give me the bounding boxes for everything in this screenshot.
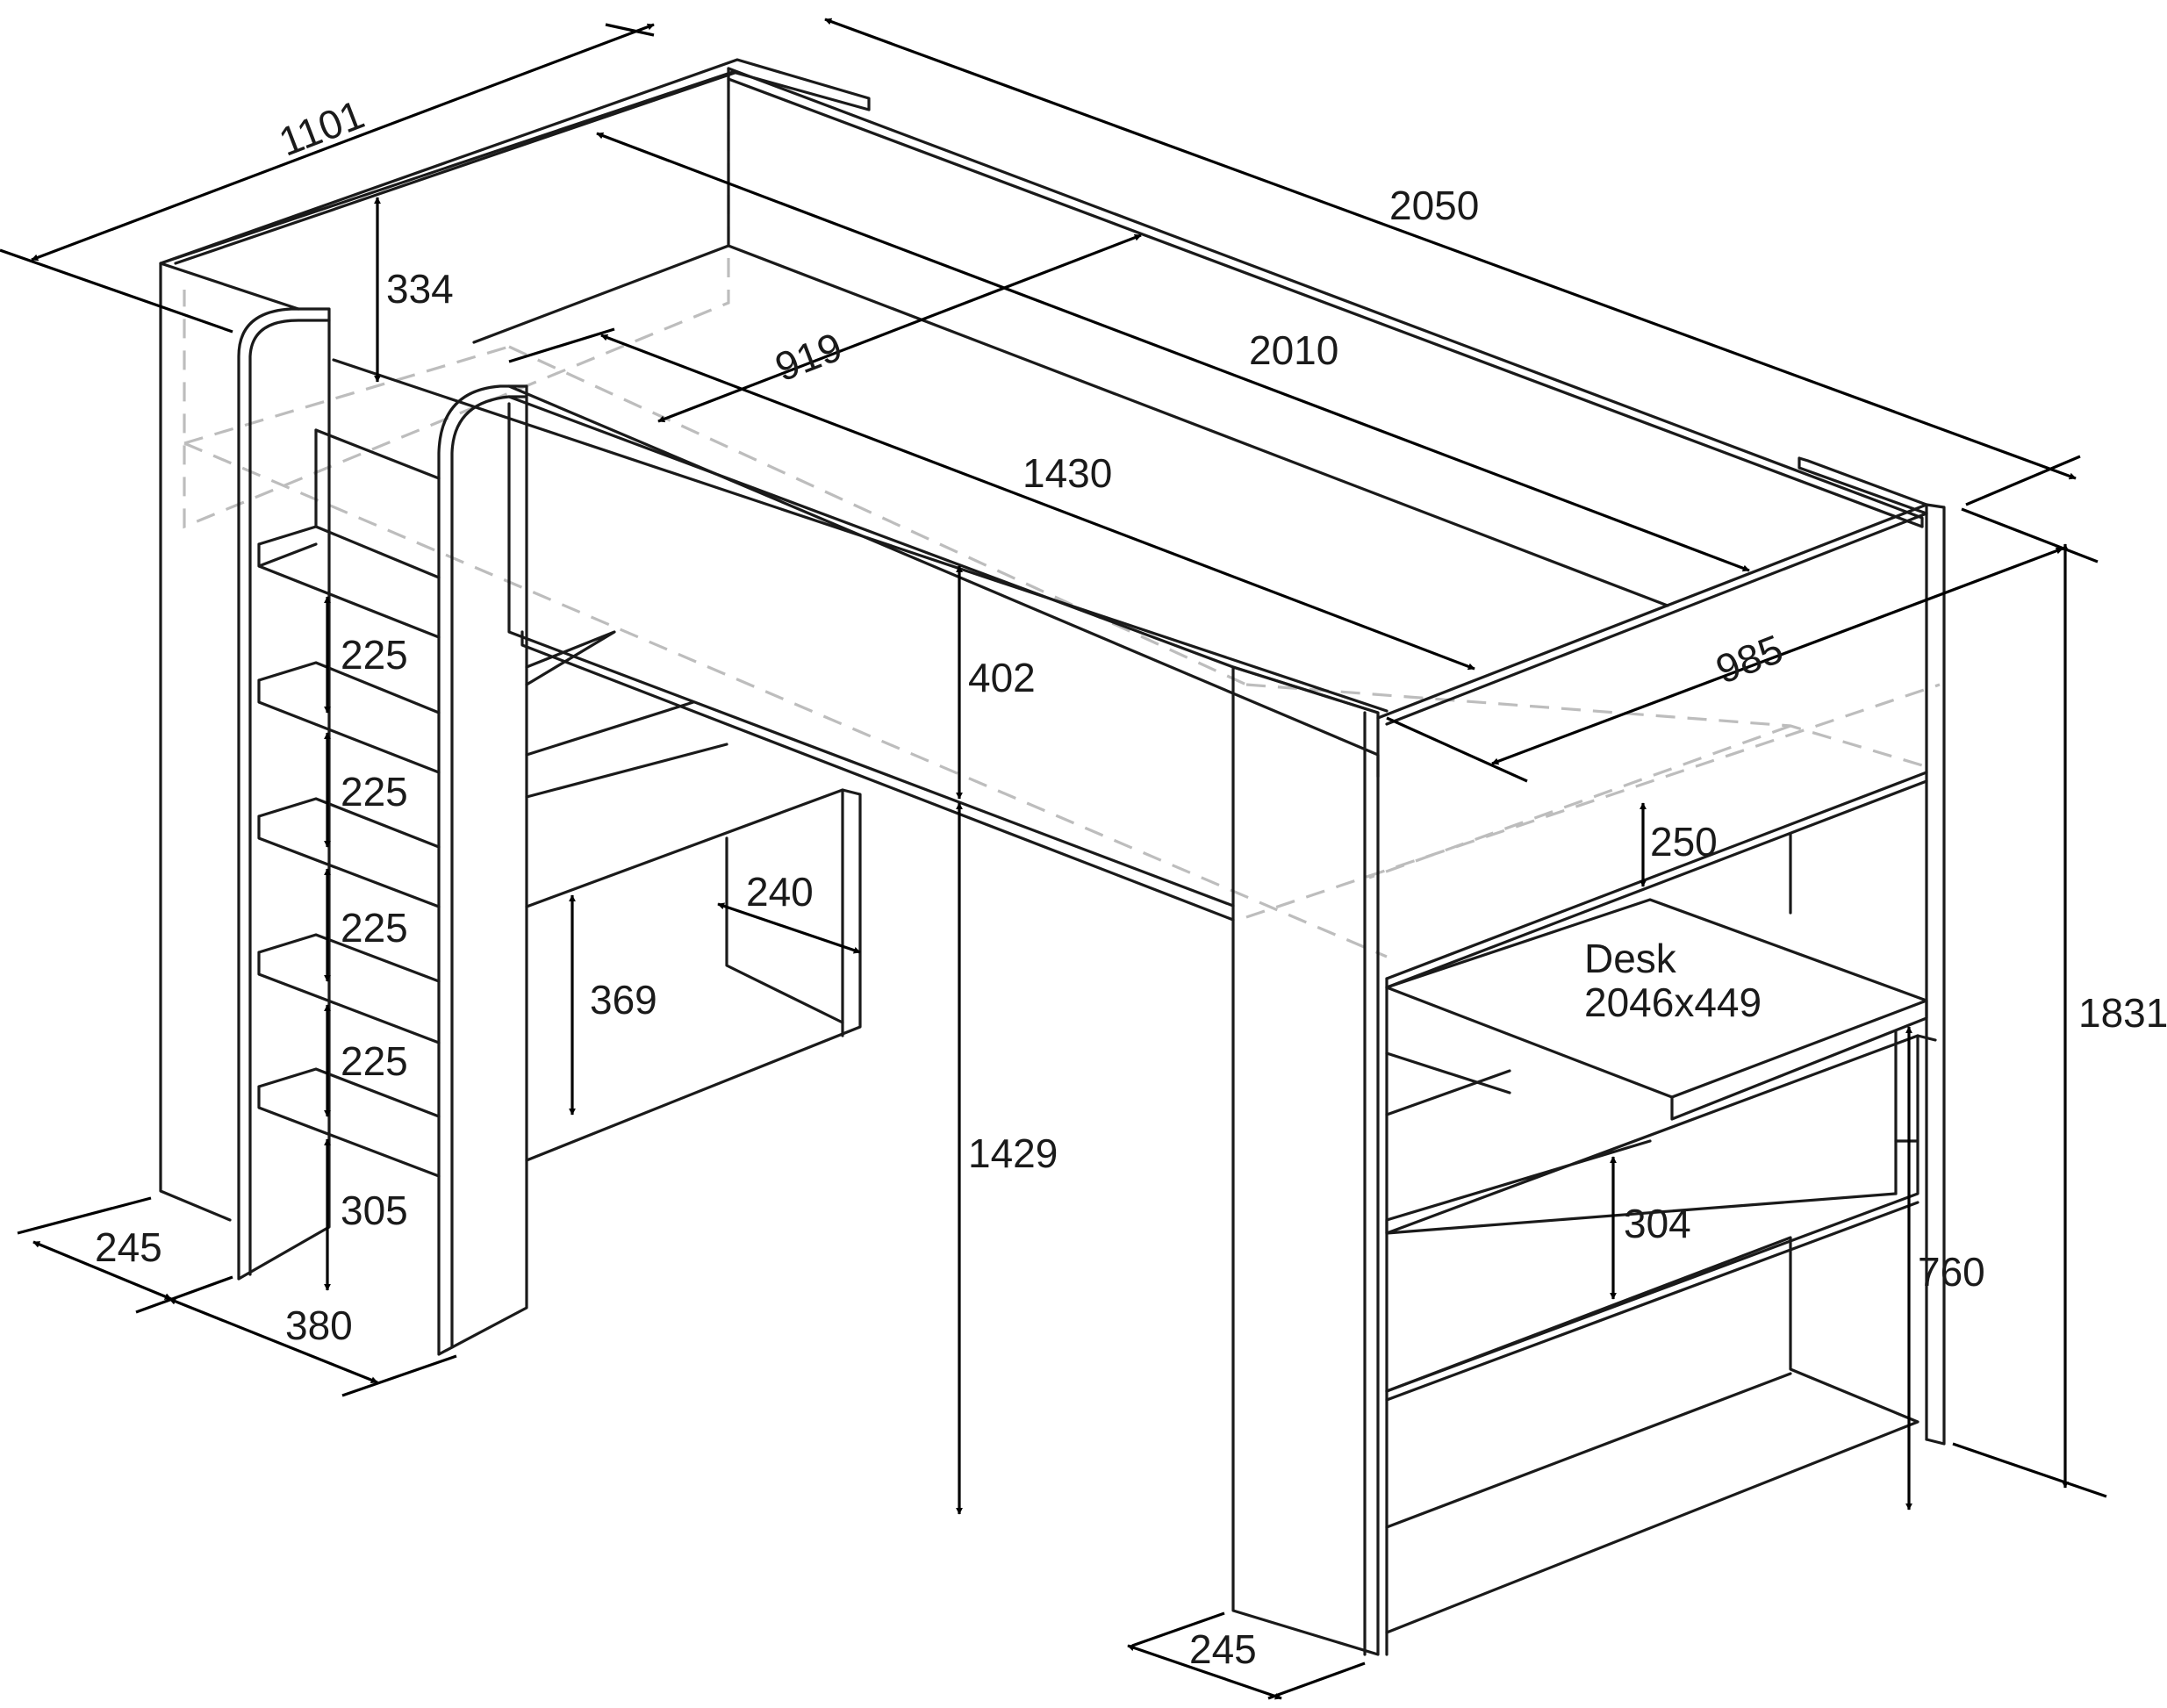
dim-length-overall: 2050 [1389,183,1479,228]
dim-ladder-step-3: 225 [341,905,408,951]
dim-ladder-width: 380 [285,1303,353,1348]
dim-guard-height: 334 [386,266,454,312]
dim-length-inner: 2010 [1249,327,1338,373]
dim-ladder-step-1: 225 [341,632,408,678]
dim-end-width: 985 [1710,626,1789,693]
dim-cupboard-height: 304 [1624,1201,1691,1246]
dim-leg-depth: 245 [1189,1626,1257,1672]
dim-ladder-step-2: 225 [341,769,408,815]
dim-ladder-step-4: 225 [341,1038,408,1084]
dimension-lines [0,18,2107,1700]
dim-ladder-depth: 245 [95,1224,162,1270]
ladder-steps [257,428,441,1178]
desk-size-label: 2046x449 [1584,980,1762,1025]
dim-clearance-height: 1429 [968,1130,1058,1176]
dim-guard-width: 919 [769,323,848,390]
desk-unit [1385,832,1937,1656]
dim-width-overall: 1101 [273,91,370,165]
dim-total-height: 1831 [2078,990,2167,1036]
dim-shelf-height: 369 [590,977,657,1023]
ladder-rail [437,384,528,1356]
left-front-post [237,307,331,1281]
right-front-post [1231,665,1380,1656]
dim-shelf-depth: 240 [746,869,814,915]
dim-shelf-gap: 250 [1650,819,1718,865]
dim-panel-height: 402 [968,655,1036,700]
dim-ladder-bottom: 305 [341,1188,408,1233]
desk-label: Desk [1584,936,1677,981]
dim-guard-length: 1430 [1023,450,1112,496]
dim-desk-height: 760 [1918,1249,1985,1295]
left-end-panel [159,58,871,1222]
